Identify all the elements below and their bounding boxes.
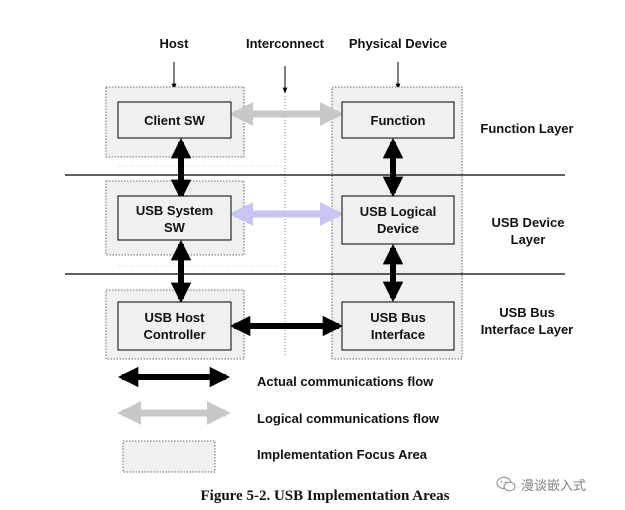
usb-system-sw-box bbox=[117, 195, 232, 241]
host-column-label: Host bbox=[160, 36, 190, 51]
usb-system-sw-label-line1: USB System bbox=[136, 203, 213, 218]
usb-bus-interface-layer-label-line1: USB Bus bbox=[499, 305, 555, 320]
usb-bus-interface-label-line1: USB Bus bbox=[370, 310, 426, 325]
client-sw-box bbox=[117, 101, 232, 139]
usb-host-controller-label-line1: USB Host bbox=[145, 310, 206, 325]
usb-host-controller-label-line2: Controller bbox=[143, 327, 205, 342]
physical-device-column-label: Physical Device bbox=[349, 36, 447, 51]
usb-system-sw-label-line2: SW bbox=[164, 220, 186, 235]
function-label: Function bbox=[371, 113, 426, 128]
usb-device-layer-label-line1: USB Device bbox=[492, 215, 565, 230]
usb-bus-interface-box bbox=[341, 301, 455, 351]
interconnect-column-label: Interconnect bbox=[246, 36, 325, 51]
watermark: 漫谈嵌入式 bbox=[496, 474, 614, 494]
usb-logical-device-label-line1: USB Logical bbox=[360, 204, 437, 219]
usb-logical-device-box bbox=[341, 195, 455, 245]
usb-host-controller-box bbox=[117, 301, 232, 351]
usb-logical-device-label-line2: Device bbox=[377, 221, 419, 236]
watermark-text: 漫谈嵌入式 bbox=[521, 478, 587, 494]
usb-bus-interface-layer-label-line2: Interface Layer bbox=[481, 322, 574, 337]
legend-logical-flow-label: Logical communications flow bbox=[257, 411, 440, 426]
legend-focus-area-swatch bbox=[122, 440, 216, 473]
legend-actual-flow-label: Actual communications flow bbox=[257, 374, 434, 389]
function-layer-label: Function Layer bbox=[480, 121, 573, 136]
wechat-icon bbox=[496, 476, 516, 492]
client-sw-label: Client SW bbox=[144, 113, 205, 128]
usb-device-layer-label-line2: Layer bbox=[511, 232, 546, 247]
figure-caption: Figure 5-2. USB Implementation Areas bbox=[200, 488, 449, 504]
function-box bbox=[341, 101, 455, 139]
usb-bus-interface-label-line2: Interface bbox=[371, 327, 425, 342]
legend-focus-area-label: Implementation Focus Area bbox=[257, 447, 428, 462]
